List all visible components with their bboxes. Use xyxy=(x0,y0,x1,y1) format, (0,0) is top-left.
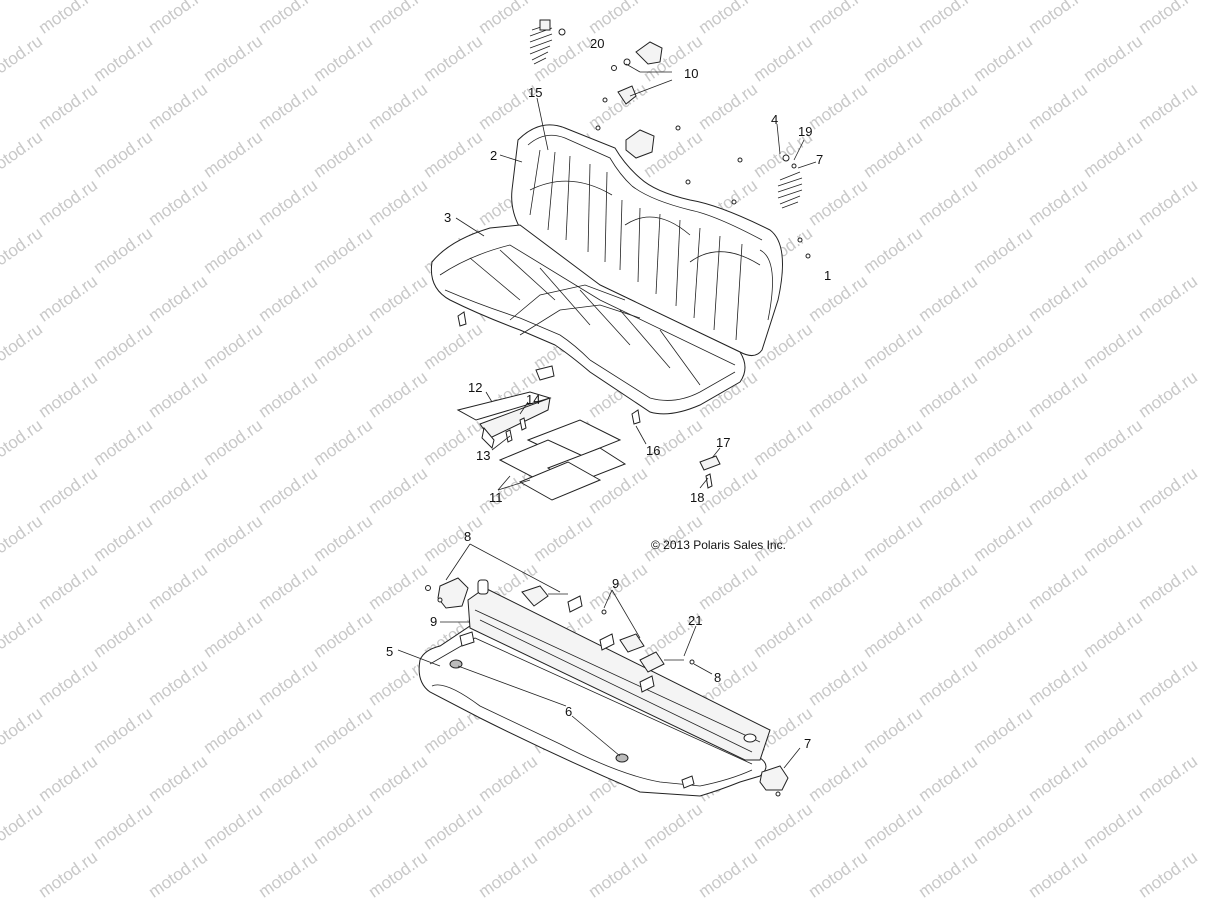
seat-frame xyxy=(418,579,771,797)
callout-15: 15 xyxy=(528,85,542,100)
callout-7b: 7 xyxy=(804,736,811,751)
callout-18: 18 xyxy=(690,490,704,505)
callout-21: 21 xyxy=(688,613,702,628)
callout-7a: 7 xyxy=(816,152,823,167)
latch-blocks xyxy=(425,577,789,797)
callout-numbers: 1 2 3 4 5 6 7 7 8 8 9 9 10 11 12 13 14 1… xyxy=(386,36,831,751)
callout-16: 16 xyxy=(646,443,660,458)
callout-9b: 9 xyxy=(430,614,437,629)
callout-10: 10 xyxy=(684,66,698,81)
callout-19: 19 xyxy=(798,124,812,139)
callout-5: 5 xyxy=(386,644,393,659)
callout-20: 20 xyxy=(590,36,604,51)
seat-clips xyxy=(457,311,641,425)
spring-right xyxy=(777,154,803,209)
callout-8a: 8 xyxy=(464,529,471,544)
callout-12: 12 xyxy=(468,380,482,395)
callout-13: 13 xyxy=(476,448,490,463)
screws xyxy=(595,125,811,259)
callout-1: 1 xyxy=(824,268,831,283)
spring-top-left xyxy=(529,19,566,65)
leader-lines xyxy=(397,63,817,769)
latch-assembly xyxy=(602,41,663,159)
callout-2: 2 xyxy=(490,148,497,163)
seat-backrest xyxy=(511,124,783,356)
callout-6: 6 xyxy=(565,704,572,719)
callout-14: 14 xyxy=(526,392,540,407)
callout-8b: 8 xyxy=(714,670,721,685)
callout-17: 17 xyxy=(716,435,730,450)
callout-11: 11 xyxy=(489,490,503,505)
seat-bottom xyxy=(430,224,746,415)
callout-3: 3 xyxy=(444,210,451,225)
storage-tray xyxy=(456,391,552,449)
callout-9a: 9 xyxy=(612,576,619,591)
clip-17-18 xyxy=(699,455,721,489)
seat-pads xyxy=(498,419,627,501)
copyright-notice: © 2013 Polaris Sales Inc. xyxy=(651,538,786,552)
callout-4: 4 xyxy=(771,112,778,127)
